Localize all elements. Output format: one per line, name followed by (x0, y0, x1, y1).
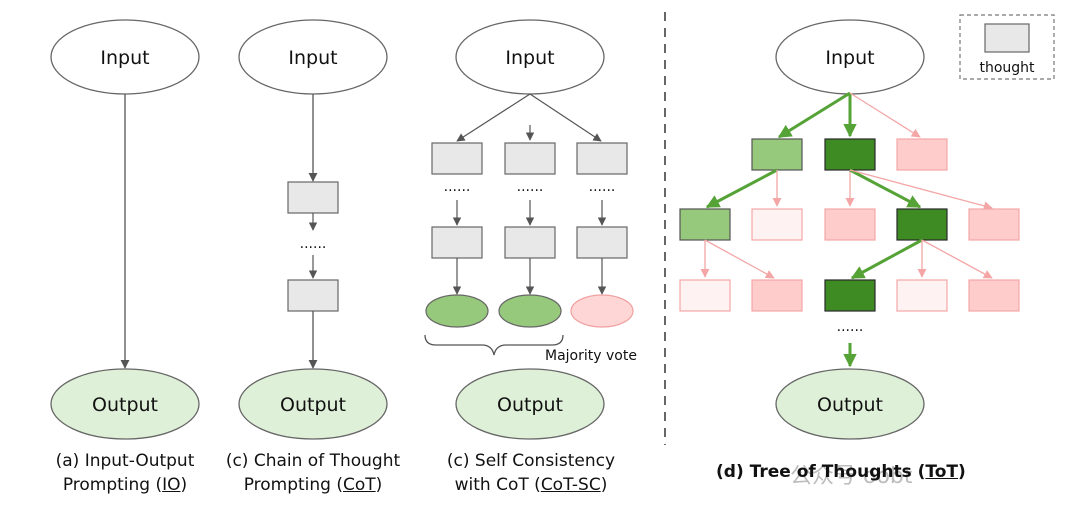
cot-input-label: Input (288, 47, 337, 69)
io-output-node (50, 368, 200, 440)
tot-ellipsis: ...... (837, 319, 864, 335)
cotsc-arrow-right (529, 93, 602, 142)
tot-l2-thought-a (679, 208, 731, 241)
cotsc-thought-b1 (504, 142, 556, 175)
cotsc-panel: Input ...... ...... ...... Majority vote… (424, 19, 637, 440)
caption-cotsc-abbr: CoT-SC (540, 475, 601, 495)
tot-edge-l2d-l3c (850, 238, 923, 280)
tot-l3-thought-a (679, 279, 731, 312)
cot-ellipsis: ...... (300, 236, 327, 252)
tot-l2-thought-b (751, 208, 803, 241)
caption-io-abbr: IO (162, 475, 181, 495)
legend-box (959, 14, 1055, 80)
tot-edge-l1b-l2d (849, 168, 922, 209)
cotsc-ellipsis-a: ...... (444, 179, 471, 195)
cot-output-node (238, 368, 388, 440)
legend-thought-label: thought (979, 60, 1035, 76)
io-output-label: Output (92, 394, 158, 416)
cotsc-ellipsis-c: ...... (589, 179, 616, 195)
cot-panel: Input ...... Output (238, 19, 388, 440)
majority-vote-label: Majority vote (545, 348, 637, 364)
caption-cotsc-line1: (c) Self Consistency (446, 451, 616, 471)
tot-l1-thought-a (751, 138, 803, 171)
cotsc-thought-c2 (576, 226, 628, 259)
caption-cot-line2: Prompting (CoT) (243, 475, 383, 495)
watermark: 公众号 oobt (790, 464, 913, 489)
cotsc-arrow-left (456, 93, 531, 142)
tot-l3-thought-e (968, 279, 1020, 312)
caption-tot-abbr: ToT (925, 462, 959, 482)
tot-edge-in-l1a (777, 91, 851, 139)
caption-tot: (d) Tree of Thoughts (ToT) (716, 462, 966, 482)
tot-l1-thought-b (824, 138, 876, 171)
cotsc-thought-a2 (431, 226, 483, 259)
tot-l2-thought-c (824, 208, 876, 241)
caption-cot-abbr: CoT (343, 475, 376, 495)
io-input-label: Input (100, 47, 149, 69)
tot-output-label: Output (817, 394, 883, 416)
caption-cot-line1: (c) Chain of Thought (225, 451, 401, 471)
cotsc-thought-b2 (504, 226, 556, 259)
cotsc-ellipsis-b: ...... (517, 179, 544, 195)
tot-l1-thought-c (896, 138, 948, 171)
cotsc-output-label: Output (497, 394, 563, 416)
tot-panel: thought Input ..... (679, 14, 1055, 440)
tot-l3-thought-d (896, 279, 948, 312)
legend-thought-swatch (984, 23, 1030, 53)
caption-io: (a) Input-Output Prompting (IO) (40, 449, 210, 497)
tot-edge-in-l1c (849, 92, 921, 138)
tot-l3-thought-b (751, 279, 803, 312)
tot-output-node (775, 368, 925, 440)
cotsc-answer-a (425, 294, 489, 328)
tot-edge-l2d-l3e (921, 239, 993, 279)
tot-edge-l2a-l3b (704, 239, 775, 279)
cotsc-answer-b (498, 294, 562, 328)
caption-io-line2: Prompting (IO) (62, 475, 188, 495)
tot-edge-l1b-l2e (849, 169, 993, 211)
cotsc-output-node (455, 368, 605, 440)
tot-edge-l1a-l2a (705, 168, 778, 209)
caption-cotsc: (c) Self Consistency with CoT (CoT-SC) (438, 449, 624, 497)
tot-l2-thought-d (896, 208, 948, 241)
caption-cot: (c) Chain of Thought Prompting (CoT) (215, 449, 411, 497)
cotsc-input-label: Input (505, 47, 554, 69)
cot-output-label: Output (280, 394, 346, 416)
cot-thought-1 (287, 181, 339, 214)
caption-cotsc-line2: with CoT (CoT-SC) (454, 475, 608, 495)
cotsc-answer-c (570, 294, 634, 328)
tot-l3-thought-c (824, 279, 876, 312)
tot-l2-thought-e (968, 208, 1020, 241)
cotsc-thought-c1 (576, 142, 628, 175)
majority-vote-brace (424, 334, 564, 356)
cot-thought-2 (287, 279, 339, 312)
caption-io-line1: (a) Input-Output (55, 451, 195, 471)
io-panel: Input Output (50, 19, 200, 440)
cotsc-thought-a1 (431, 142, 483, 175)
tot-input-label: Input (825, 47, 874, 69)
